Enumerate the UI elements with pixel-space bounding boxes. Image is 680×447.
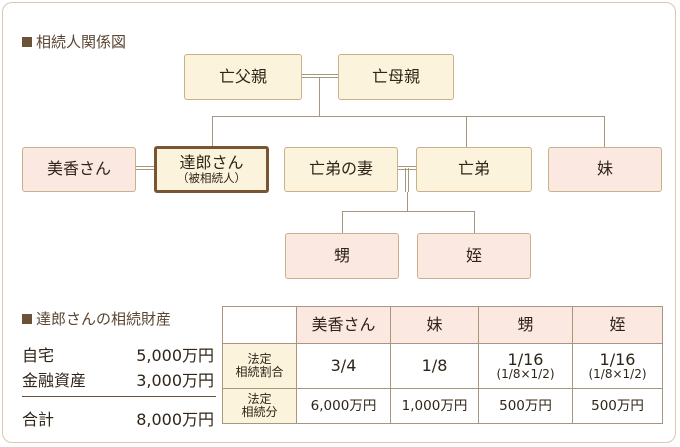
wife-box: 美香さん <box>22 147 136 192</box>
heir-header-niece: 姪 <box>572 306 663 344</box>
deceased-drop-line <box>212 116 213 147</box>
amount-row-label: 法定 相続分 <box>222 388 297 424</box>
amount-cell-nephew: 500万円 <box>478 388 573 424</box>
heir-header-wife: 美香さん <box>296 306 391 344</box>
table-row-ratio: 法定 相続割合 3/4 1/8 1/16 (1/8×1/2) 1/16 (1/8… <box>222 343 663 389</box>
deceased-box: 達郎さん （被相続人） <box>154 146 269 193</box>
ratio-cell-nephew: 1/16 (1/8×1/2) <box>478 343 573 389</box>
ratio-cell-wife: 3/4 <box>296 343 391 389</box>
assets-total-divider <box>22 396 216 397</box>
brother-marriage-line <box>398 166 416 170</box>
brother-wife-box: 亡弟の妻 <box>284 147 398 192</box>
children-bar-line <box>342 211 475 212</box>
assets-title: 達郎さんの相続財産 <box>22 308 171 329</box>
children-stem-line <box>407 192 408 211</box>
amount-cell-sister: 1,000万円 <box>390 388 479 424</box>
parents-descent-line <box>319 78 320 116</box>
niece-box: 姪 <box>417 233 531 279</box>
mother-box: 亡母親 <box>338 54 454 100</box>
amount-cell-niece: 500万円 <box>572 388 663 424</box>
niece-drop-line <box>474 211 475 233</box>
siblings-bar-line <box>212 116 605 117</box>
amount-cell-wife: 6,000万円 <box>296 388 391 424</box>
nephew-box: 甥 <box>285 233 399 279</box>
sister-drop-line <box>604 116 605 147</box>
nephew-drop-line <box>342 211 343 233</box>
ratio-row-label: 法定 相続割合 <box>222 343 297 389</box>
table-corner-cell <box>222 306 297 344</box>
table-header-row: 美香さん 妹 甥 姪 <box>222 306 663 344</box>
inheritance-distribution-table: 美香さん 妹 甥 姪 法定 相続割合 3/4 1/8 1/16 (1/8×1/2… <box>222 306 663 424</box>
parents-marriage-line <box>302 74 338 78</box>
ratio-cell-niece: 1/16 (1/8×1/2) <box>572 343 663 389</box>
heir-header-sister: 妹 <box>390 306 479 344</box>
square-bullet-icon <box>22 314 32 324</box>
family-chart-title: 相続人関係図 <box>22 31 126 52</box>
heir-header-nephew: 甥 <box>478 306 573 344</box>
sister-box: 妹 <box>548 147 662 192</box>
father-box: 亡父親 <box>184 54 302 100</box>
square-bullet-icon <box>22 37 32 47</box>
brother-drop-line <box>466 116 467 147</box>
brother-box: 亡弟 <box>416 147 532 192</box>
deceased-marriage-line <box>136 166 154 170</box>
brother-children-stem <box>405 168 409 192</box>
ratio-cell-sister: 1/8 <box>390 343 479 389</box>
table-row-amount: 法定 相続分 6,000万円 1,000万円 500万円 500万円 <box>222 388 663 424</box>
